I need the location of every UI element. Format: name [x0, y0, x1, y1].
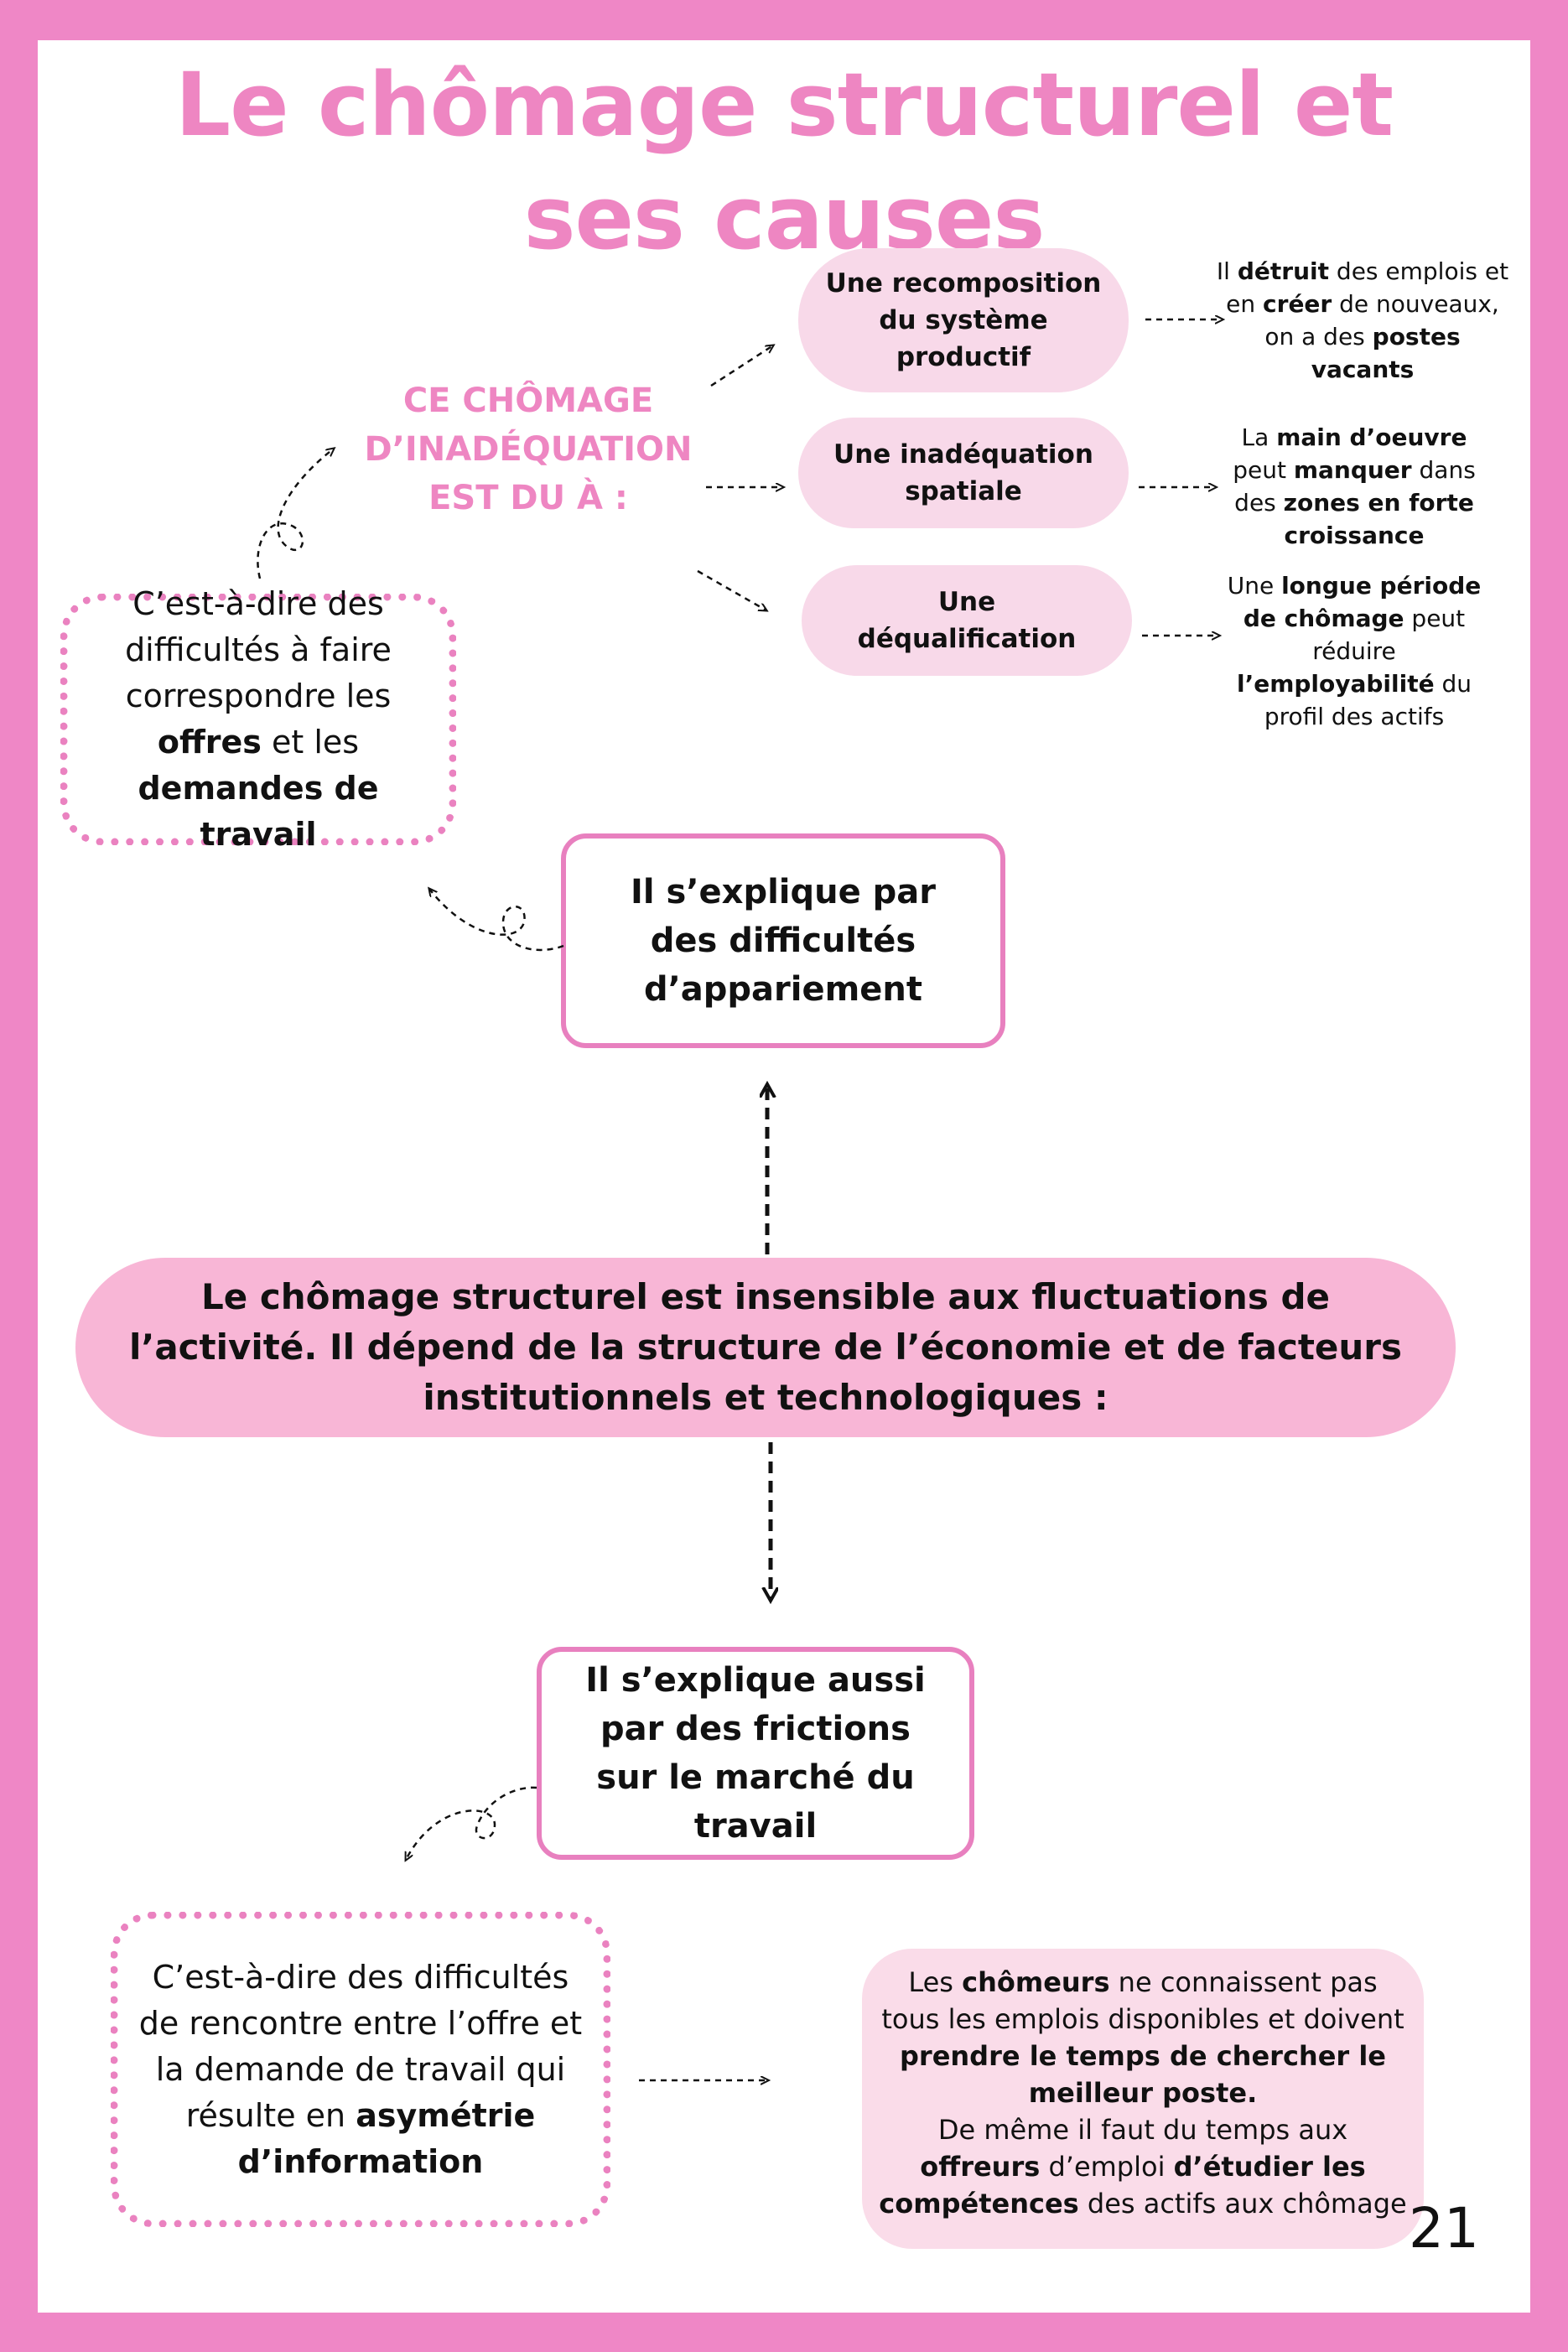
central-statement-text: Le chômage structurel est insensible aux…: [128, 1276, 1403, 1418]
frictions-text: Il s’explique aussi par des frictions su…: [585, 1661, 926, 1846]
inadequation-heading-line: EST DU À :: [428, 479, 628, 517]
definition-matching-box: C’est-à-dire des difficultés à faire cor…: [60, 585, 456, 853]
emphasis-text: d’étudier les compétences: [879, 2151, 1366, 2220]
emphasis-text: prendre le temps de chercher le meilleur…: [900, 2040, 1386, 2109]
text-segment: et les: [261, 724, 360, 761]
emphasis-text: postes vacants: [1311, 323, 1461, 383]
definition-frictions-text: C’est-à-dire des difficultés de rencontr…: [135, 1955, 586, 2185]
text-segment: des emplois et en: [1226, 257, 1509, 318]
page-title-line-1: Le chômage structurel et: [174, 54, 1394, 156]
curly-arrow-to-matching-box: [429, 889, 564, 952]
text-segment: dans des: [1234, 456, 1476, 517]
text-segment: ne connaissent pas tous les emplois disp…: [881, 1966, 1404, 2035]
emphasis-text: longue période de chômage: [1243, 572, 1482, 632]
text-segment: Les: [908, 1966, 963, 1998]
text-segment: du profil des actifs: [1264, 670, 1472, 730]
emphasis-text: demandes de travail: [138, 770, 379, 853]
text-segment: d’emploi: [1040, 2151, 1174, 2183]
appariement-text: Il s’explique par des difficultés d’appa…: [630, 873, 937, 1009]
arrow-to-recomposition: [710, 345, 773, 387]
cause-pill-dequalification: Une déqualification: [802, 565, 1132, 676]
text-segment: peut: [1233, 456, 1294, 484]
emphasis-text: asymétrie d’information: [237, 2096, 536, 2180]
emphasis-text: zones en forte croissance: [1283, 489, 1474, 549]
page-number: 21: [1409, 2196, 1479, 2261]
cause-label: Une déqualification: [857, 587, 1077, 654]
inadequation-heading: CE CHÔMAGE D’INADÉQUATION EST DU À :: [352, 376, 704, 522]
cause-label: Une recomposition du système productif: [825, 268, 1102, 372]
emphasis-text: main d’oeuvre: [1276, 423, 1467, 451]
frictions-info-box: Les chômeurs ne connaissent pas tous les…: [862, 1949, 1424, 2249]
frictions-box: Il s’explique aussi par des frictions su…: [537, 1647, 974, 1860]
text-segment: La: [1241, 423, 1277, 451]
text-segment: Une: [1227, 572, 1282, 600]
text-segment: des actifs aux chômage: [1078, 2188, 1407, 2220]
curly-arrow-to-heading: [257, 449, 334, 579]
emphasis-text: offreurs: [920, 2151, 1041, 2183]
cause-note-spatiale: La main d’oeuvre peut manquer dans des z…: [1224, 421, 1484, 552]
text-segment: C’est-à-dire des difficultés de rencontr…: [138, 1958, 583, 2134]
emphasis-text: manquer: [1293, 456, 1412, 484]
definition-frictions-box: C’est-à-dire des difficultés de rencontr…: [111, 1912, 610, 2227]
cause-label: Une inadéquation spatiale: [833, 439, 1093, 506]
emphasis-text: offres: [157, 724, 262, 761]
text-segment: C’est-à-dire des difficultés à faire cor…: [125, 585, 392, 714]
emphasis-text: chômeurs: [962, 1966, 1110, 1998]
appariement-box: Il s’explique par des difficultés d’appa…: [561, 833, 1005, 1048]
emphasis-text: l’employabilité: [1236, 670, 1435, 698]
arrow-to-dequalification: [697, 569, 766, 610]
curly-arrow-to-frictions-box: [406, 1786, 537, 1860]
emphasis-text: créer: [1263, 290, 1332, 318]
definition-matching-text: C’est-à-dire des difficultés à faire cor…: [83, 581, 434, 858]
inadequation-heading-line: CE CHÔMAGE: [402, 382, 654, 420]
emphasis-text: détruit: [1237, 257, 1330, 285]
cause-note-recomposition: Il détruit des emplois et en créer de no…: [1216, 255, 1509, 386]
cause-pill-recomposition: Une recomposition du système productif: [798, 248, 1129, 392]
cause-pill-spatiale: Une inadéquation spatiale: [798, 418, 1129, 528]
text-segment: de nouveaux, on a des: [1264, 290, 1499, 350]
central-statement-pill: Le chômage structurel est insensible aux…: [75, 1258, 1456, 1437]
text-segment: Il: [1216, 257, 1238, 285]
text-segment: De même il faut du temps aux: [937, 2114, 1348, 2146]
cause-note-dequalification: Une longue période de chômage peut rédui…: [1224, 569, 1484, 733]
page-sheet: [38, 40, 1530, 2313]
frictions-info-text: Les chômeurs ne connaissent pas tous les…: [879, 1966, 1406, 2220]
text-segment: peut réduire: [1312, 605, 1466, 665]
inadequation-heading-line: D’INADÉQUATION: [364, 430, 693, 469]
